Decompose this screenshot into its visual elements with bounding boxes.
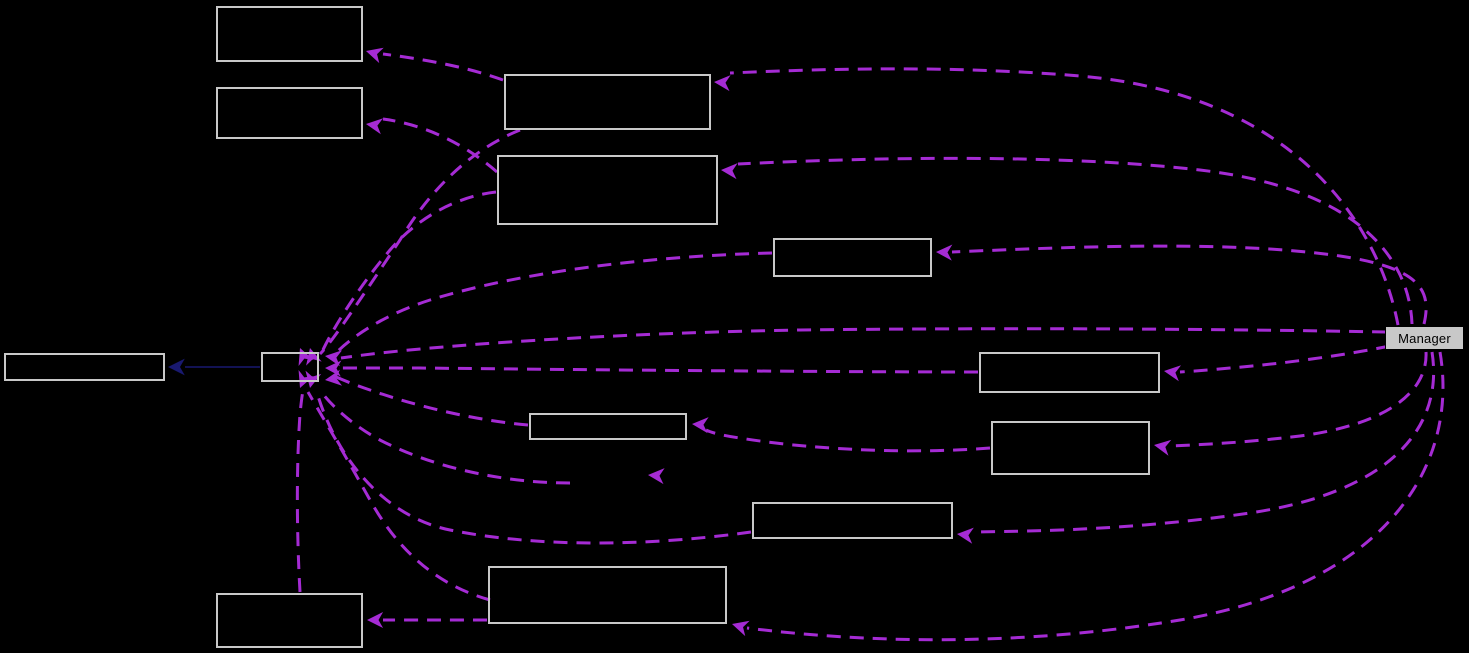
- edge-midright1-to-hub-b: [341, 366, 979, 374]
- node-hub[interactable]: [261, 352, 319, 382]
- arrow-mid-right-2: [1154, 439, 1172, 456]
- arrow-upper-right: [936, 244, 953, 261]
- arrow-dangling-left: [648, 468, 665, 485]
- node-upper-right[interactable]: [773, 238, 932, 277]
- edge-bottomleft-to-hub: [295, 389, 305, 593]
- edge-lowermid-to-hub: [316, 395, 752, 545]
- arrow-lower-mid: [957, 527, 974, 544]
- node-top-left-1[interactable]: [216, 6, 363, 62]
- edge-topmid2-to-hub: [320, 190, 497, 353]
- node-bottom-left[interactable]: [216, 593, 363, 648]
- arrow-bottom-mid: [732, 620, 750, 637]
- node-top-mid-1[interactable]: [504, 74, 711, 130]
- edge-manager-to-top-mid-2: [737, 156, 1414, 325]
- node-top-left-2[interactable]: [216, 87, 363, 139]
- arrow-top-left-2: [366, 118, 384, 135]
- edge-topmid1-to-topleft-1: [382, 52, 504, 82]
- node-center-small[interactable]: [529, 413, 687, 440]
- arrow-top-mid-2: [721, 163, 738, 180]
- node-lower-mid[interactable]: [752, 502, 953, 539]
- arrow-mid-right-1: [1164, 365, 1182, 382]
- arrow-center-small: [692, 417, 709, 434]
- edge-topmid1-to-hub: [318, 128, 521, 356]
- arrow-hub-e-3: [325, 369, 343, 386]
- edge-manager-to-top-mid-1: [729, 67, 1400, 326]
- edge-bottommid-to-hub: [306, 391, 491, 602]
- edge-upperright-to-hub: [332, 251, 773, 357]
- arrow-hub-se-1: [298, 370, 314, 388]
- node-bottom-mid[interactable]: [488, 566, 727, 624]
- edge-centersmall-to-hub: [329, 372, 529, 427]
- edge-hubchain-to-topleft-2: [382, 117, 498, 174]
- edge-manager-to-mid-right-1: [1179, 344, 1391, 374]
- edge-manager-to-bottom-mid: [746, 351, 1445, 642]
- arrow-far-left: [168, 358, 185, 376]
- arrow-top-mid-1: [714, 75, 731, 92]
- node-manager[interactable]: Manager: [1385, 326, 1464, 350]
- edge-manager-to-upper-right: [951, 244, 1428, 325]
- edge-midright2-to-centersmall: [705, 428, 991, 453]
- arrow-top-left-1: [366, 47, 384, 64]
- node-mid-right-2[interactable]: [991, 421, 1150, 475]
- arrow-hub-se-2: [305, 370, 322, 388]
- edge-manager-to-mid-right-2: [1169, 351, 1428, 448]
- node-manager-label: Manager: [1398, 330, 1451, 346]
- node-far-left[interactable]: [4, 353, 165, 381]
- arrow-hub-e-2: [325, 360, 342, 377]
- edge-dangling-to-hub: [318, 389, 571, 485]
- edge-manager-to-lower-mid: [972, 351, 1436, 534]
- node-mid-right-1[interactable]: [979, 352, 1160, 393]
- arrow-bottom-left: [367, 611, 384, 629]
- edge-manager-to-hub-a: [340, 327, 1387, 360]
- node-top-mid-2[interactable]: [497, 155, 718, 225]
